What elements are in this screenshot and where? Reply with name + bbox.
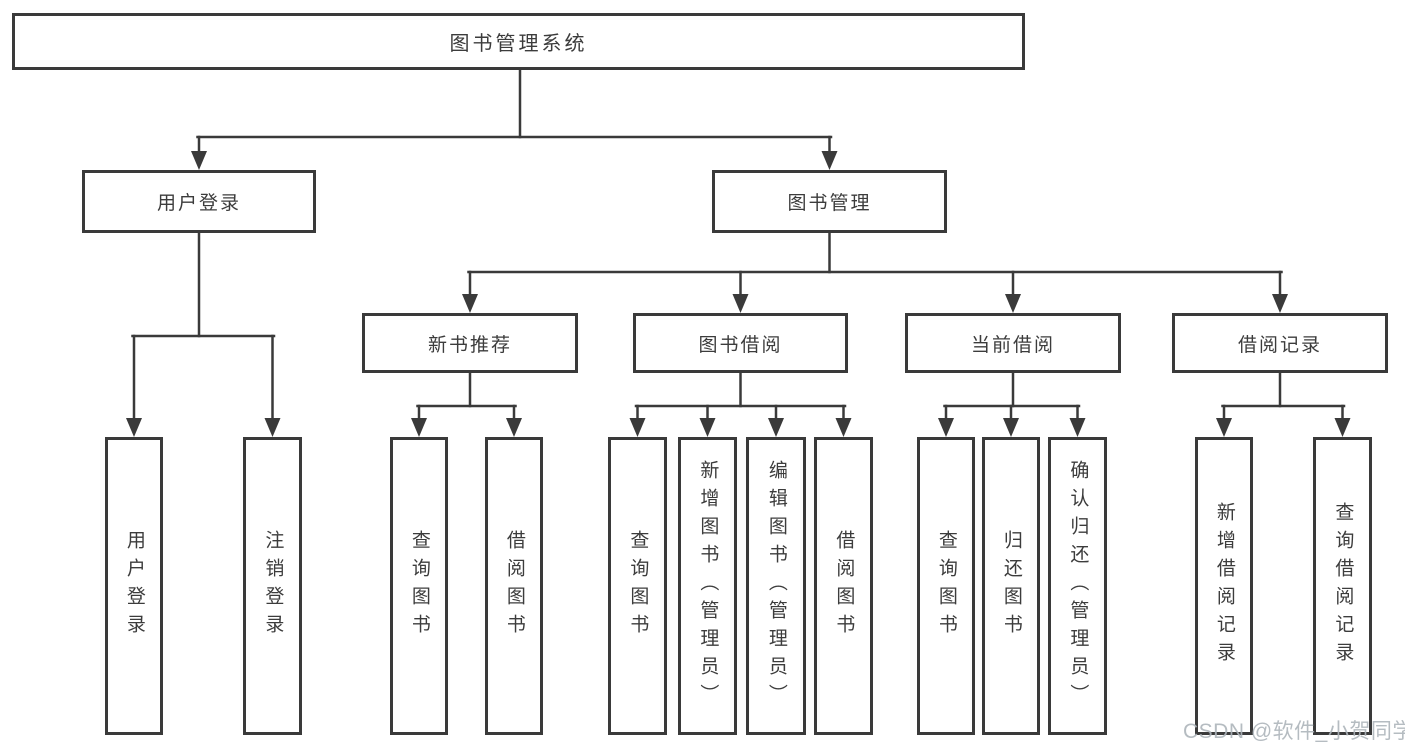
node-label: 新书推荐 xyxy=(427,334,512,356)
leaf-return-books: 归还图书 xyxy=(982,437,1040,735)
node-new-book-recommend: 新书推荐 xyxy=(362,313,578,373)
leaf-borrow-books: 借阅图书 xyxy=(814,437,873,735)
leaf-label: 查询图书 xyxy=(935,530,957,642)
leaf-add-borrow-record: 新增借阅记录 xyxy=(1195,437,1253,735)
connectors-root-to-level2 xyxy=(191,68,838,170)
leaf-label: 借阅图书 xyxy=(503,530,525,642)
node-current-borrow: 当前借阅 xyxy=(905,313,1121,373)
leaf-confirm-return-admin: 确认归还（管理员） xyxy=(1048,437,1107,735)
node-user-login: 用户登录 xyxy=(82,170,316,233)
leaf-label: 查询借阅记录 xyxy=(1332,502,1354,670)
node-label: 图书管理 xyxy=(787,193,872,214)
leaf-add-books-admin: 新增图书（管理员） xyxy=(678,437,737,735)
connectors-current-borrow-branch xyxy=(938,371,1086,437)
node-label: 借阅记录 xyxy=(1237,334,1322,356)
leaf-query-borrow-record: 查询借阅记录 xyxy=(1313,437,1372,735)
leaf-label: 新增借阅记录 xyxy=(1213,502,1235,670)
leaf-logout: 注销登录 xyxy=(243,437,302,735)
leaf-label: 用户登录 xyxy=(123,530,145,642)
leaf-edit-books-admin: 编辑图书（管理员） xyxy=(746,437,806,735)
leaf-query-books-borrow: 查询图书 xyxy=(608,437,667,735)
leaf-label: 确认归还（管理员） xyxy=(1067,460,1089,712)
node-borrow-record: 借阅记录 xyxy=(1172,313,1388,373)
leaf-label: 编辑图书（管理员） xyxy=(765,460,787,712)
leaf-query-books-current: 查询图书 xyxy=(917,437,975,735)
leaf-query-books-recommend: 查询图书 xyxy=(390,437,448,735)
connectors-book-management-to-level3 xyxy=(462,231,1288,313)
csdn-watermark: CSDN @软件_小贺同学 xyxy=(1183,720,1405,743)
node-book-management: 图书管理 xyxy=(712,170,947,233)
leaf-label: 注销登录 xyxy=(262,530,284,642)
connectors-new-book-branch xyxy=(411,371,522,437)
node-label: 图书管理系统 xyxy=(449,33,588,55)
leaf-borrow-books-recommend: 借阅图书 xyxy=(485,437,543,735)
leaf-label: 归还图书 xyxy=(1000,530,1022,642)
node-label: 用户登录 xyxy=(156,193,241,214)
leaf-label: 借阅图书 xyxy=(833,530,855,642)
leaf-user-login: 用户登录 xyxy=(105,437,163,735)
leaf-label: 新增图书（管理员） xyxy=(697,460,719,712)
connectors-book-borrow-branch xyxy=(629,371,852,437)
connectors-user-login-branch xyxy=(126,231,281,437)
connectors-borrow-record-branch xyxy=(1216,371,1351,437)
leaf-label: 查询图书 xyxy=(408,530,430,642)
leaf-label: 查询图书 xyxy=(627,530,649,642)
node-book-borrow: 图书借阅 xyxy=(633,313,848,373)
node-library-management-system: 图书管理系统 xyxy=(12,13,1025,70)
node-label: 当前借阅 xyxy=(970,334,1055,356)
node-label: 图书借阅 xyxy=(698,334,783,356)
